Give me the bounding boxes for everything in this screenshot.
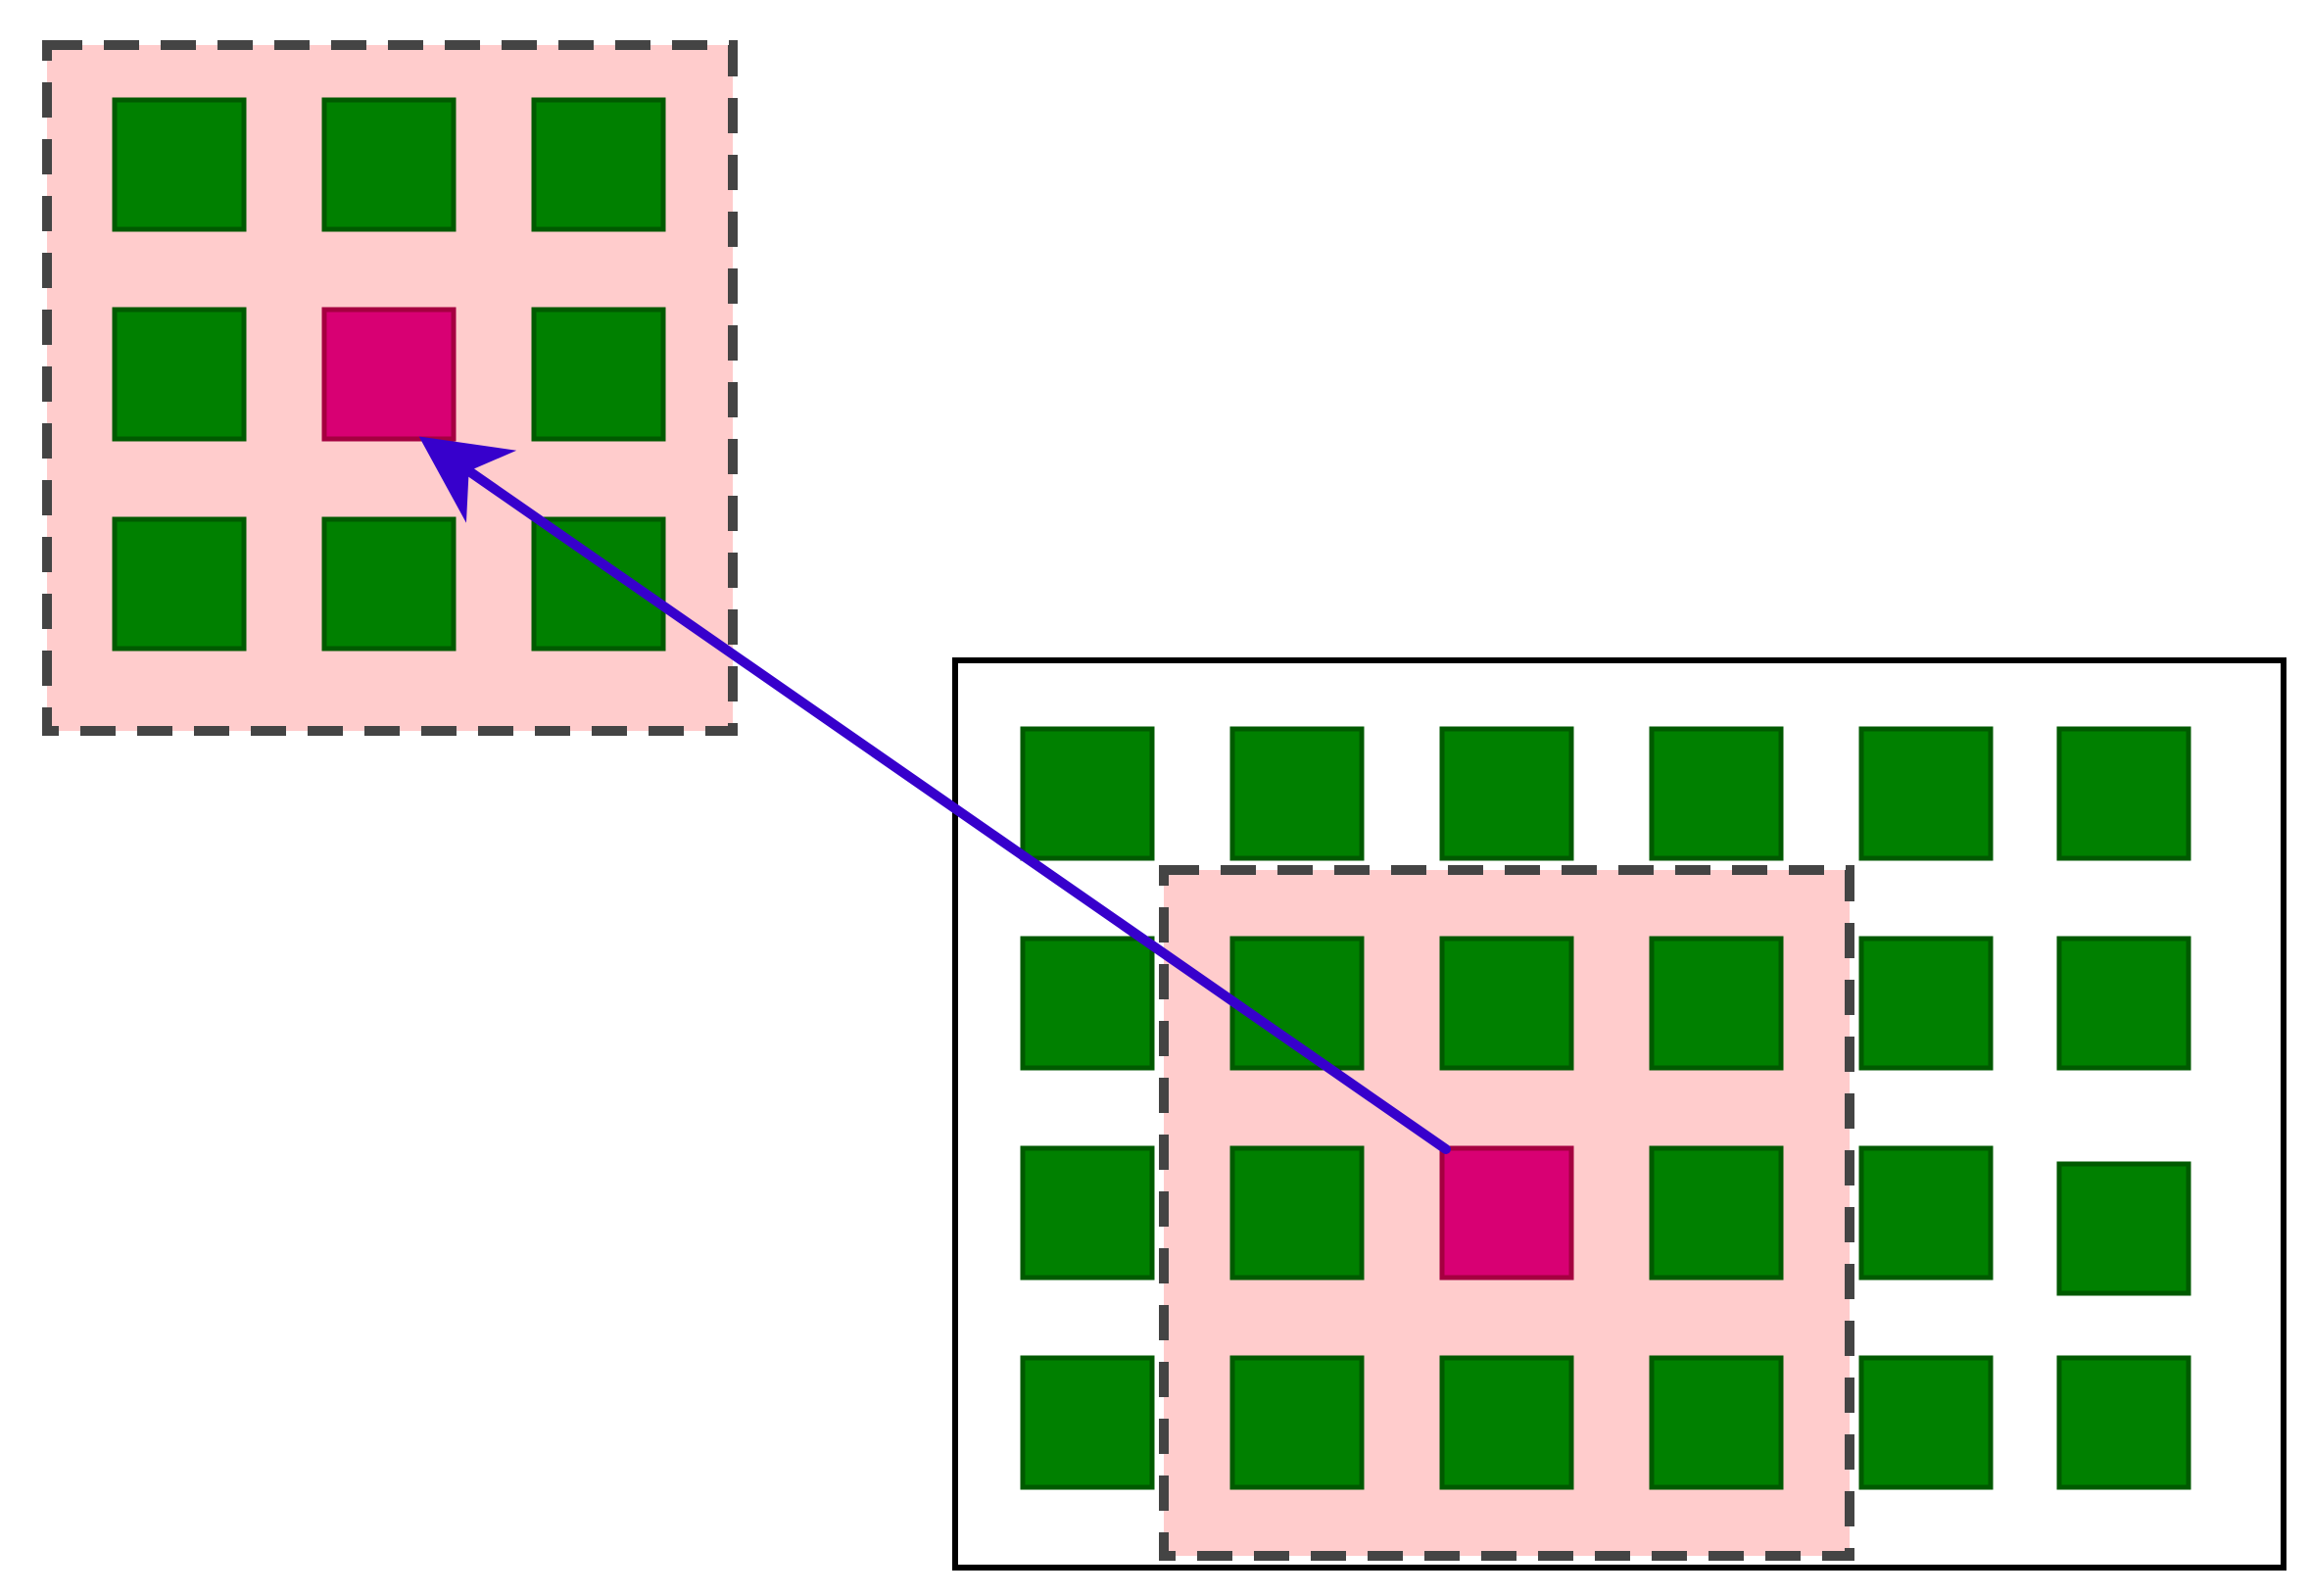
input-grid-cell	[1020, 726, 1155, 861]
input-grid-cell	[1020, 936, 1155, 1071]
input-grid-cell	[1229, 1145, 1365, 1281]
input-grid-cell	[1649, 1355, 1784, 1490]
input-grid-cell	[1858, 936, 1994, 1071]
kernel-window-cell	[531, 516, 666, 652]
input-grid-cell	[1858, 726, 1994, 861]
input-grid-cell	[1858, 1145, 1994, 1281]
input-grid-cell	[1020, 1145, 1155, 1281]
input-grid-cell	[1229, 726, 1365, 861]
kernel-window-cell	[321, 516, 457, 652]
input-grid-cell	[2056, 1161, 2191, 1296]
input-grid-cells	[1020, 726, 2191, 1490]
input-grid	[952, 657, 2286, 1571]
kernel-window	[42, 40, 738, 736]
input-grid-cell	[1439, 936, 1574, 1071]
input-grid-cell	[2056, 1355, 2191, 1490]
kernel-window-cell	[112, 97, 247, 232]
input-grid-cell	[2056, 726, 2191, 861]
kernel-window-cell	[321, 97, 457, 232]
input-grid-cell	[1649, 726, 1784, 861]
input-grid-cell	[1649, 936, 1784, 1071]
kernel-window-cell	[112, 516, 247, 652]
kernel-window-center-cell	[321, 307, 457, 442]
input-grid-highlight-cell	[1439, 1145, 1574, 1281]
input-grid-cell	[1858, 1355, 1994, 1490]
input-grid-frame	[952, 657, 2286, 1571]
input-grid-cell	[1439, 726, 1574, 861]
connection-arrow	[418, 436, 1451, 1154]
kernel-window-cell	[531, 307, 666, 442]
kernel-window-cell	[112, 307, 247, 442]
input-grid-cell	[2056, 936, 2191, 1071]
input-grid-cell	[1649, 1145, 1784, 1281]
input-grid-cell	[1229, 1355, 1365, 1490]
kernel-window-cell	[531, 97, 666, 232]
kernel-window-cells	[112, 97, 666, 652]
input-grid-cell	[1439, 1355, 1574, 1490]
input-grid-cell	[1020, 1355, 1155, 1490]
